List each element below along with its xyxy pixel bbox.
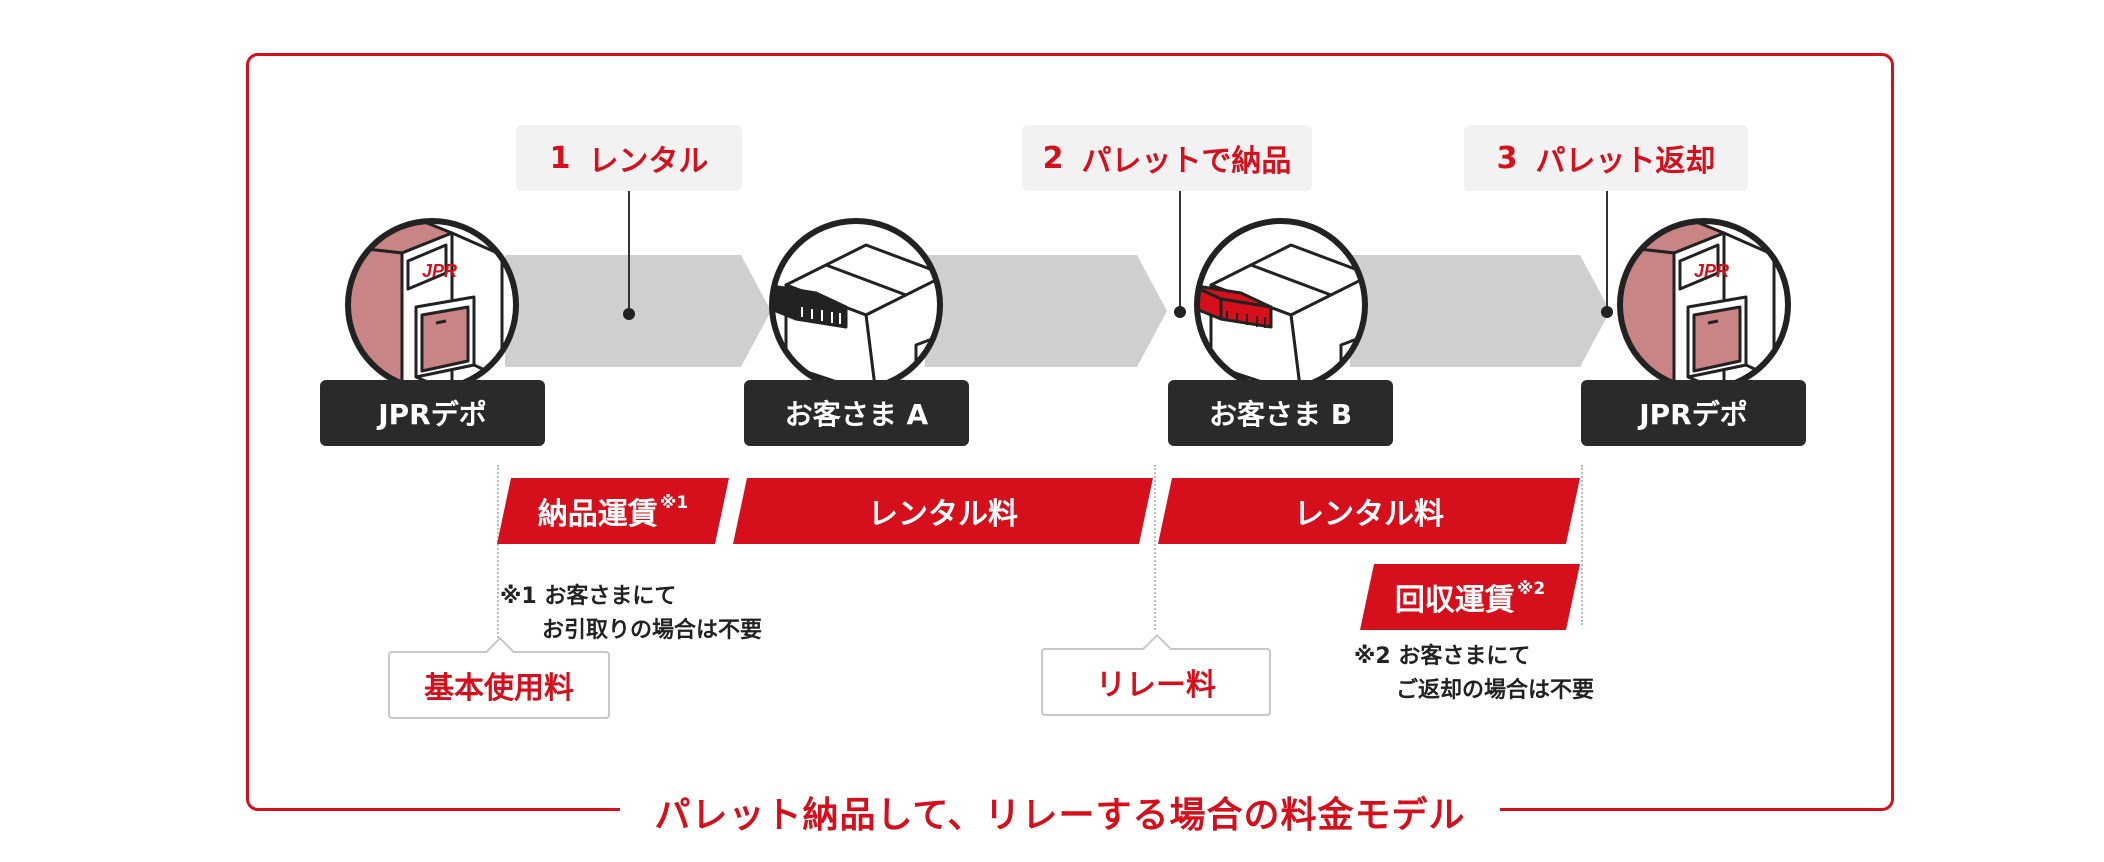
note-1: ※1 お客さまにて お引取りの場合は不要	[500, 580, 762, 648]
node-label-customer-a: お客さま A	[744, 380, 969, 446]
step-1-leader-dot	[623, 308, 635, 320]
step-2-label: 2 パレットで納品	[1022, 125, 1312, 191]
flow-arrow-1	[505, 255, 771, 367]
jpr-logo-text: JPR	[1694, 261, 1729, 281]
fee-rental-a: レンタル料	[733, 478, 1153, 544]
node-label-jpr-depot-return: JPRデポ	[1581, 380, 1806, 446]
step-1-label: 1 レンタル	[516, 125, 742, 191]
guide-line-1	[497, 465, 499, 645]
jpr-logo-text: JPR	[422, 261, 457, 281]
fee-collection-mark: ※2	[1516, 579, 1546, 599]
callout-relay-fee-text: リレー料	[1096, 668, 1216, 703]
guide-line-3	[1581, 465, 1583, 625]
guide-line-2	[1154, 465, 1156, 630]
flow-arrow-2	[925, 255, 1167, 367]
node-label-customer-b: お客さま B	[1168, 380, 1393, 446]
step-2-leader	[1179, 191, 1181, 311]
note-2-line1: お客さまにて	[1398, 644, 1531, 669]
step-3-leader	[1606, 191, 1608, 311]
step-3-text: パレット返却	[1535, 144, 1716, 179]
step-2-number: 2	[1042, 140, 1064, 176]
step-2-leader-dot	[1174, 306, 1186, 318]
note-2: ※2 お客さまにて ご返却の場合は不要	[1354, 640, 1594, 708]
note-2-mark: ※2	[1354, 644, 1391, 669]
fee-collection: 回収運賃※2	[1360, 564, 1580, 630]
jpr-depot-icon: JPR	[345, 218, 519, 392]
fee-delivery-mark: ※1	[659, 493, 689, 513]
step-1-leader	[628, 191, 630, 311]
fee-delivery-label: 納品運賃	[537, 497, 658, 532]
note-1-line1: お客さまにて	[544, 584, 677, 609]
step-3-label: 3 パレット返却	[1464, 125, 1748, 191]
note-1-line2: お引取りの場合は不要	[542, 618, 763, 643]
fee-rental-b: レンタル料	[1158, 478, 1580, 544]
note-2-line2: ご返却の場合は不要	[1396, 678, 1595, 703]
diagram-title: パレット納品して、リレーする場合の料金モデル	[620, 782, 1500, 842]
customer-a-warehouse-icon	[769, 218, 943, 392]
jpr-depot-return-icon: JPR	[1617, 218, 1791, 392]
callout-basic-fee: 基本使用料	[388, 636, 610, 719]
callout-relay-fee: リレー料	[1041, 633, 1271, 716]
step-1-number: 1	[549, 140, 571, 176]
step-2-text: パレットで納品	[1081, 144, 1292, 179]
step-3-leader-dot	[1601, 306, 1613, 318]
customer-b-warehouse-icon	[1194, 218, 1368, 392]
fee-delivery: 納品運賃※1	[497, 478, 729, 544]
flow-arrow-3	[1350, 255, 1610, 367]
step-3-number: 3	[1496, 140, 1518, 176]
callout-basic-fee-text: 基本使用料	[424, 671, 574, 706]
node-label-jpr-depot: JPRデポ	[320, 380, 545, 446]
fee-collection-label: 回収運賃	[1394, 583, 1515, 618]
step-1-text: レンタル	[588, 144, 709, 179]
note-1-mark: ※1	[500, 584, 537, 609]
